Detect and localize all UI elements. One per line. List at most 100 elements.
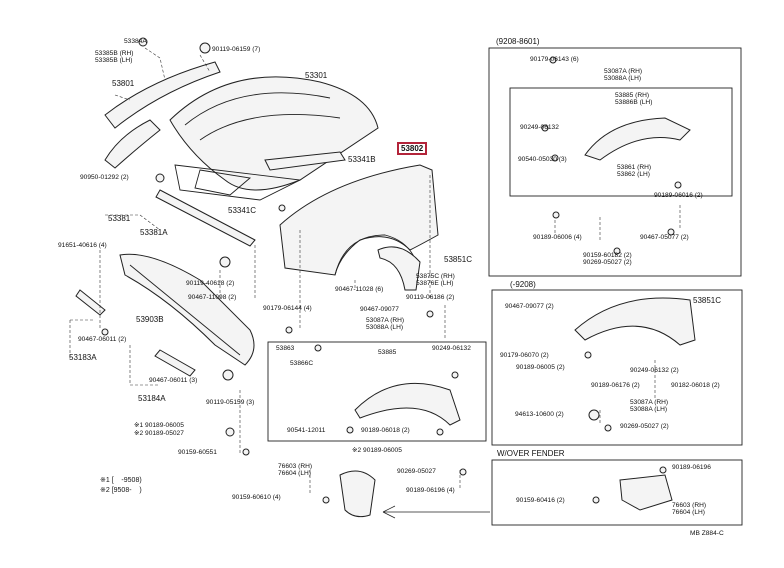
- clip-icon: [584, 351, 592, 359]
- label-53885: 53885: [378, 349, 397, 356]
- label-91651-40616: 91651-40616 (4): [58, 242, 107, 249]
- label-90189-06196-right: 90189-06196: [672, 464, 711, 471]
- bolt-icon: [222, 369, 234, 381]
- bolt-icon: [101, 328, 109, 336]
- label-90467-06011-3: 90467-06011 (3): [149, 377, 198, 384]
- clip-icon: [613, 247, 621, 255]
- label-90950-01292: 90950-01292 (2): [80, 174, 129, 181]
- label-90189-06196: 90189-06196 (4): [406, 487, 455, 494]
- label-note-2-range: ※2 [9508- ): [100, 487, 142, 494]
- bolt-icon: [199, 42, 211, 54]
- label-53385b: 53385B (RH) 53385B (LH): [95, 50, 134, 64]
- label-90179-06144: 90179-06144 (4): [263, 305, 312, 312]
- fender-flare-middle-shape: [354, 382, 461, 426]
- label-note-2-bolt: ※2 90189-05027: [134, 430, 184, 437]
- label-90119-06186: 90119-06186 (2): [406, 294, 455, 301]
- label-90269-05027-2: 90269-05027 (2): [620, 423, 669, 430]
- label-53087a-lower: 53087A (RH) 53088A (LH): [630, 399, 669, 413]
- support-strip-53381-shape: [155, 189, 256, 247]
- frame-w-over-fender: [491, 459, 743, 526]
- fender-flare-upper-shape: [584, 117, 691, 161]
- clip-icon: [436, 428, 444, 436]
- label-53301: 53301: [305, 71, 328, 80]
- bracket-53183a-shape: [75, 289, 106, 316]
- label-53863: 53863: [276, 345, 295, 352]
- label-53866c: 53866C: [290, 360, 314, 367]
- label-note-2-90189: ※2 90189-06005: [352, 447, 402, 454]
- washer-icon: [588, 409, 600, 421]
- label-90467-09077-2: 90467-09077 (2): [505, 303, 554, 310]
- seal-53341b-shape: [264, 151, 346, 171]
- label-90249-06132-2: 90249-06132 (2): [630, 367, 679, 374]
- bolt-icon: [278, 204, 286, 212]
- clip-icon: [451, 371, 459, 379]
- label-90159-60551: 90159-60551: [178, 449, 217, 456]
- bracket-53801-shape: [104, 119, 161, 169]
- label-90182-06018: 90182-06018 (2): [671, 382, 720, 389]
- clip-icon: [674, 181, 682, 189]
- fender-liner-shape: [377, 246, 421, 291]
- clip-icon: [426, 310, 434, 318]
- bolt-icon: [219, 256, 231, 268]
- label-53851c: 53851C: [444, 255, 473, 264]
- clip-icon: [604, 424, 612, 432]
- label-94613-10600: 94613-10600 (2): [515, 411, 564, 418]
- label-90249-06132-top: 90249-06132: [520, 124, 559, 131]
- frame-fender-flare: [267, 341, 487, 442]
- label-90189-06016: 90189-06016 (2): [654, 192, 703, 199]
- label-90159-60610: 90159-60610 (4): [232, 494, 281, 501]
- label-90119-06159: 90119-06159 (7): [212, 46, 261, 53]
- label-53885-rh: 53885 (RH) 53886B (LH): [615, 92, 653, 106]
- label-53087a-middle: 53087A (RH) 53088A (LH): [366, 317, 405, 331]
- bracket-53184a-shape: [154, 349, 196, 377]
- label-note-1-range: ※1 [ -9508): [100, 477, 142, 484]
- label-90541-12011: 90541-12011: [287, 427, 326, 434]
- label-w-over-fender: W/OVER FENDER: [497, 449, 565, 458]
- bolt-icon: [225, 427, 235, 437]
- label-90119-40618: 90119-40618 (2): [186, 280, 235, 287]
- label-53341b: 53341B: [348, 155, 376, 164]
- label-76603: 76603 (RH) 76604 (LH): [278, 463, 313, 477]
- label-90189-06006: 90189-06006 (4): [533, 234, 582, 241]
- clip-icon: [667, 228, 675, 236]
- label-90467-09077: 90467-09077: [360, 306, 399, 313]
- label-frame-9208: (-9208): [510, 280, 536, 289]
- label-53384a: 53384A: [124, 38, 147, 45]
- label-90467-06011-2: 90467-06011 (2): [78, 336, 127, 343]
- label-90467-05077: 90467-05077 (2): [640, 234, 689, 241]
- label-90269-05027: 90269-05027: [397, 468, 436, 475]
- label-frame-9208-8601: (9208-8601): [496, 37, 540, 46]
- hood-shape: [169, 76, 379, 191]
- fender-flare-lower-shape: [574, 297, 696, 346]
- subframe-over-fender: [509, 87, 733, 197]
- clip-icon: [549, 56, 557, 64]
- clip-icon: [592, 496, 600, 504]
- label-90540-05030: 90540-05030 (3): [518, 156, 567, 163]
- label-53381a: 53381A: [140, 228, 168, 237]
- label-53341c: 53341C: [228, 206, 257, 215]
- label-76603-right: 76603 (RH) 76604 (LH): [672, 502, 707, 516]
- clip-icon: [138, 37, 148, 47]
- clip-icon: [346, 426, 354, 434]
- label-90179-06143: 90179-06143 (6): [530, 56, 579, 63]
- label-53903b: 53903B: [136, 315, 164, 324]
- clip-icon: [285, 326, 293, 334]
- bolt-icon: [242, 448, 250, 456]
- label-90467-11098: 90467-11098 (2): [188, 294, 237, 301]
- label-53802-highlighted: 53802: [397, 142, 428, 155]
- label-90189-06018: 90189-06018 (2): [361, 427, 410, 434]
- fender-shape: [279, 164, 439, 276]
- frame-9208: [491, 289, 743, 446]
- label-53184a: 53184A: [138, 394, 166, 403]
- label-90179-06070: 90179-06070 (2): [500, 352, 549, 359]
- clip-icon: [459, 468, 467, 476]
- label-53851c-right: 53851C: [693, 296, 722, 305]
- mud-guard-right-shape: [619, 474, 673, 511]
- label-53183a: 53183A: [69, 353, 97, 362]
- label-90189-06005-2: 90189-06005 (2): [516, 364, 565, 371]
- fender-top-strip-shape: [104, 61, 221, 129]
- label-90467-11028: 90467-11028 (6): [335, 286, 384, 293]
- bolt-icon: [155, 173, 165, 183]
